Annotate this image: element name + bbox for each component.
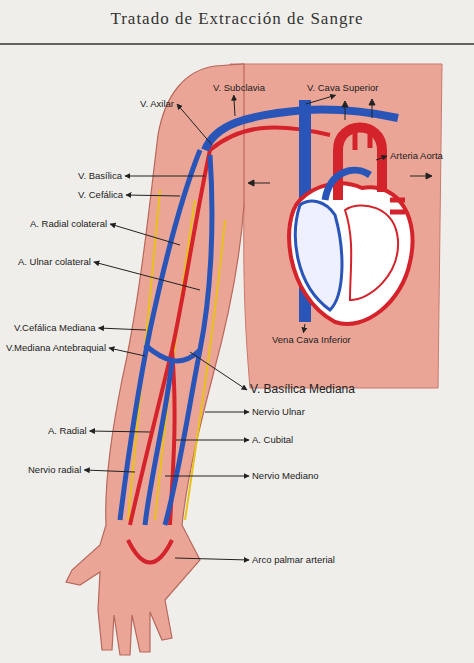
flow-arrows <box>248 99 432 186</box>
part-label: V.Cefálica Mediana <box>14 323 96 333</box>
part-label: A. Radial <box>48 426 87 436</box>
leader-line <box>109 348 145 356</box>
leader-line <box>176 440 249 441</box>
part-label: V. Cava Superior <box>307 83 378 93</box>
leader-line <box>126 195 180 196</box>
leader-line <box>99 328 146 330</box>
part-label: V. Basílica Mediana <box>250 383 355 396</box>
leader-line <box>234 95 235 116</box>
leader-line <box>125 176 205 177</box>
part-label: V.Mediana Antebraquial <box>6 343 106 353</box>
title: Tratado de Extracción de Sangre <box>0 9 474 29</box>
leader-line <box>90 431 150 432</box>
arm-outline <box>66 64 244 655</box>
part-label: Arteria Aorta <box>390 151 443 161</box>
leader-line <box>175 558 249 560</box>
title-rule <box>0 43 474 45</box>
part-label: A. Ulnar colateral <box>18 257 91 267</box>
leader-line <box>205 412 249 413</box>
part-label: A. Radial colateral <box>30 219 107 229</box>
part-label: Nervio radial <box>28 465 81 475</box>
leader-line <box>190 352 247 390</box>
part-label: V. Basílica <box>78 171 122 181</box>
part-label: Nervio Mediano <box>252 471 319 481</box>
leader-line <box>94 262 200 290</box>
leader-line <box>110 224 180 245</box>
part-label: Nervio Ulnar <box>252 407 305 417</box>
part-label: V. Subclavia <box>213 83 265 93</box>
leader-line <box>84 470 135 472</box>
part-label: Vena Cava Inferior <box>272 335 351 345</box>
part-label: Arco palmar arterial <box>252 555 335 565</box>
leader-line <box>376 156 387 160</box>
leader-line <box>303 324 305 333</box>
part-label: A. Cubital <box>252 435 293 445</box>
leader-line <box>306 95 336 104</box>
leader-line <box>177 104 212 145</box>
leader-line <box>165 476 249 477</box>
part-label: V. Cefálica <box>78 190 123 200</box>
part-label: V. Axilar <box>140 99 174 109</box>
